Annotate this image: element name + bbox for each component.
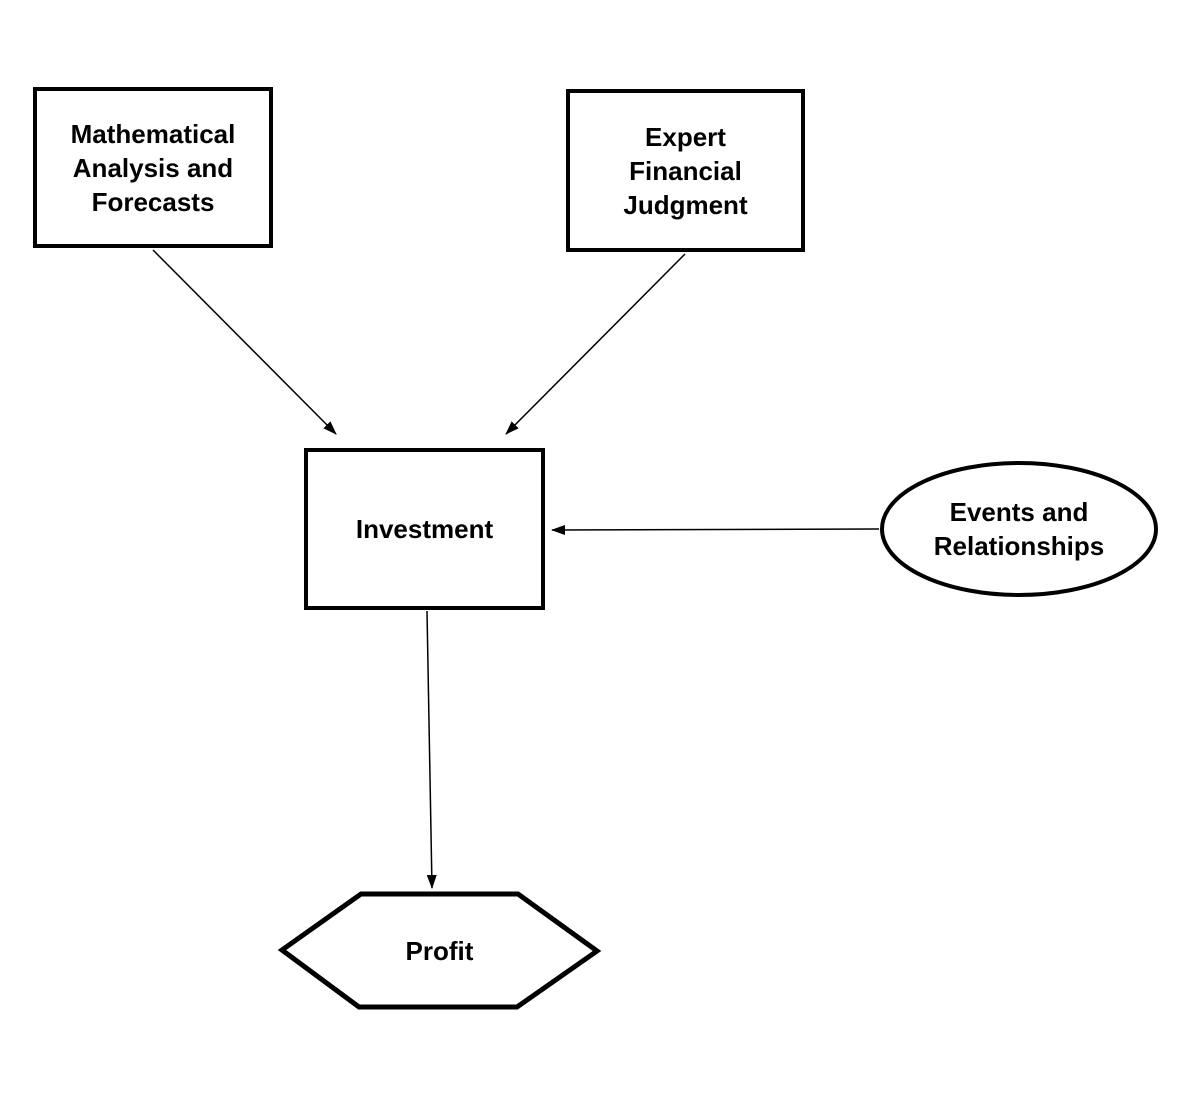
node-mathematical-analysis-box bbox=[33, 87, 273, 248]
node-investment-box bbox=[304, 448, 545, 610]
node-expert-financial-judgment-box bbox=[566, 89, 805, 252]
edge-events-to-investment bbox=[551, 524, 880, 535]
edge-math-to-investment bbox=[152, 249, 337, 435]
edge-expert-to-investment bbox=[505, 253, 686, 435]
edge-investment-to-profit bbox=[426, 610, 437, 889]
node-events-and-relationships-ellipse bbox=[880, 461, 1158, 597]
node-profit-hexagon bbox=[277, 891, 602, 1010]
